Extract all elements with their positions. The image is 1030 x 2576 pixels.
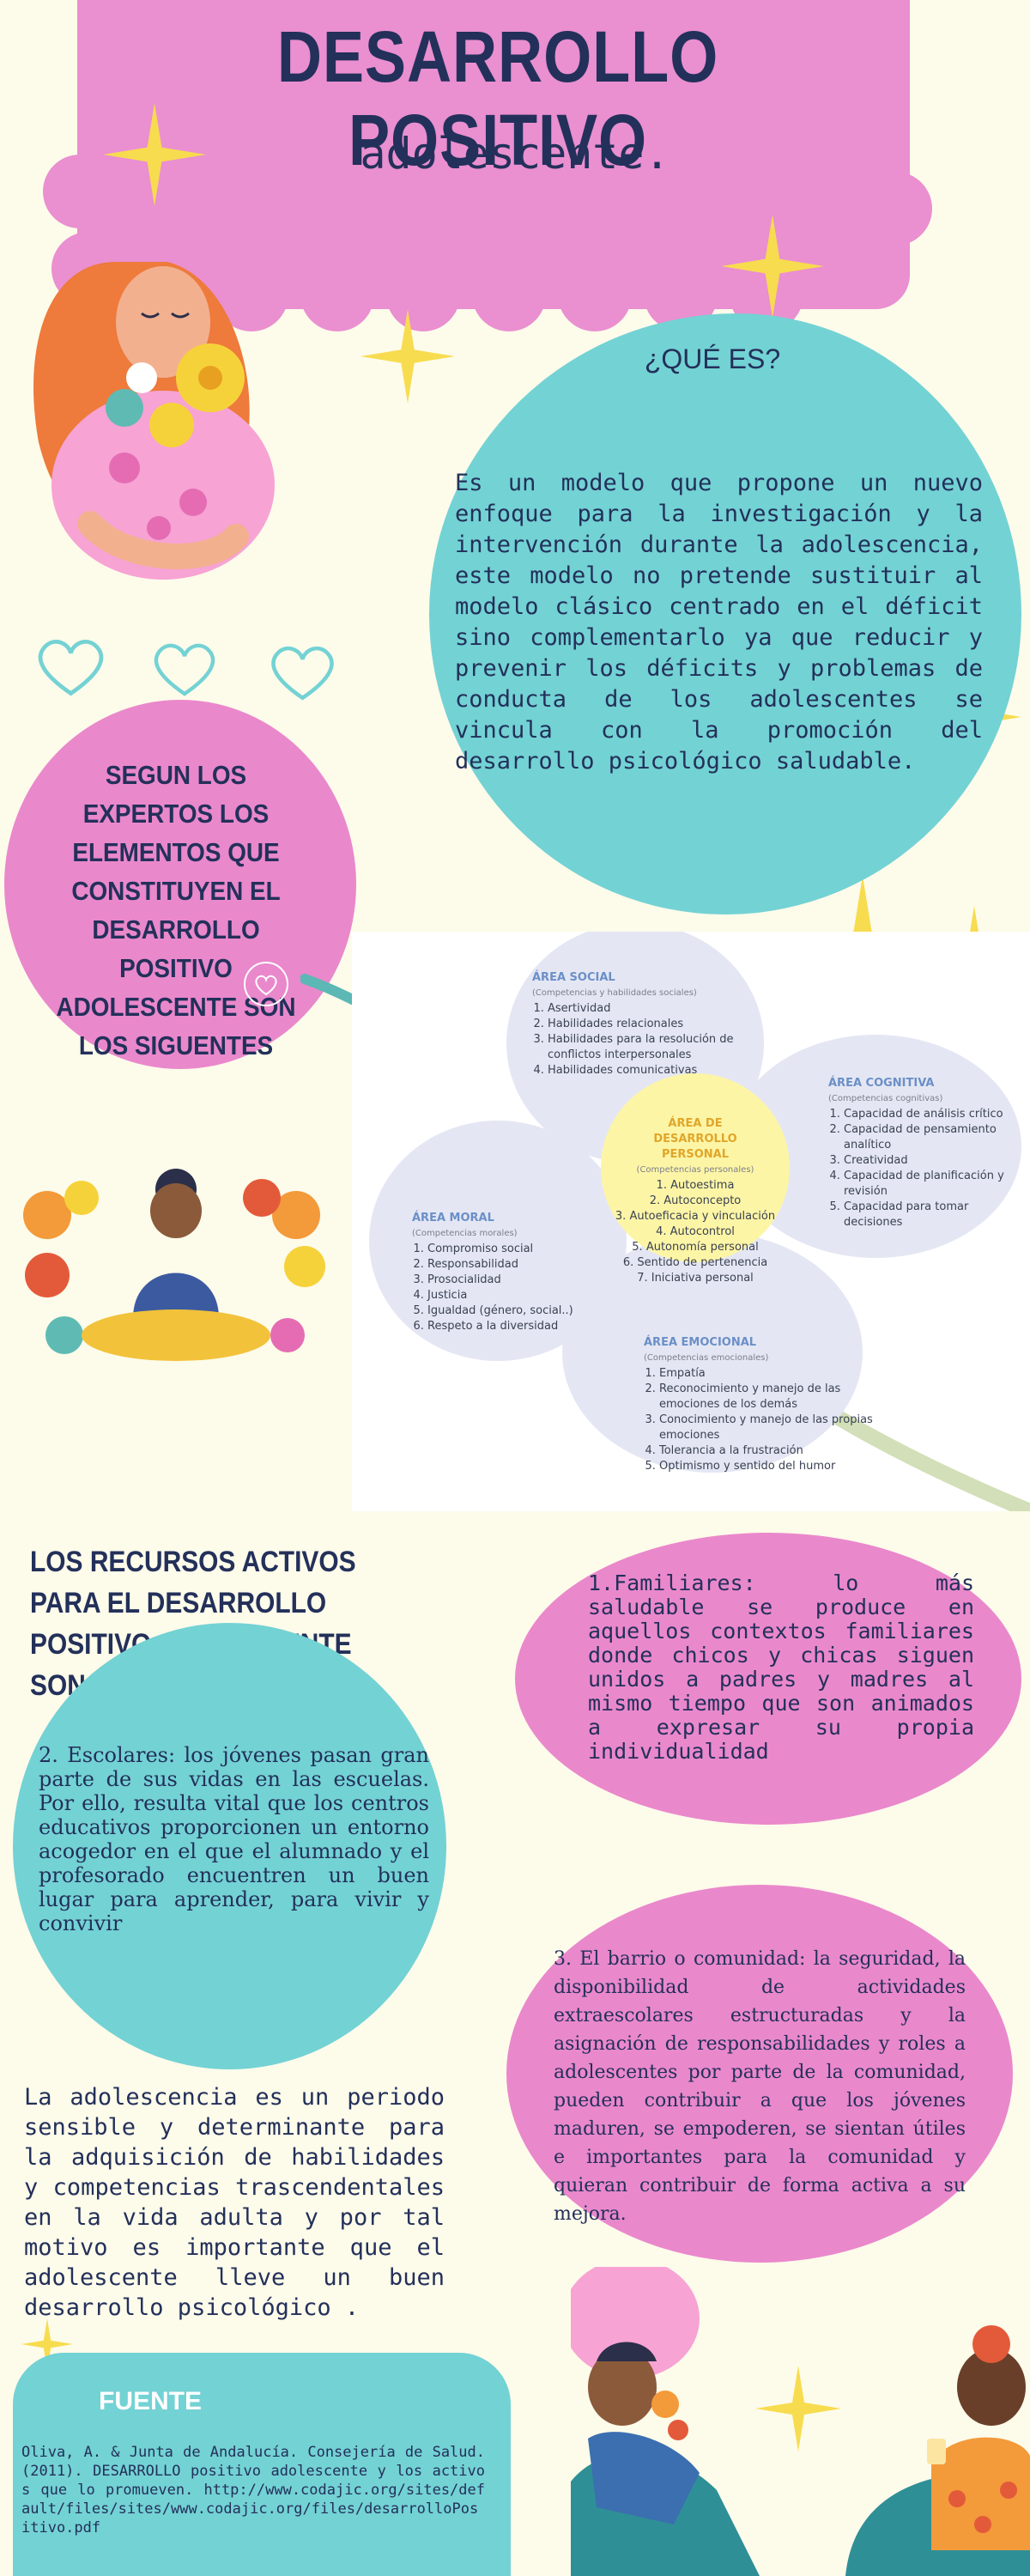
list-item: Igualdad (género, social..) [427, 1303, 584, 1319]
sparkle-star-icon [755, 2366, 841, 2451]
list-item: Sentido de pertenencia [614, 1255, 777, 1271]
experts-blob [4, 700, 356, 1069]
list-item: Prosocialidad [427, 1273, 584, 1288]
area-moral-title: ÁREA MORAL [412, 1212, 494, 1224]
area-social-label: ÁREA SOCIAL (Competencias y habilidades … [532, 970, 790, 1078]
girl-with-flowers-illustration [33, 262, 275, 580]
list-item: Autocontrol [614, 1224, 777, 1240]
heart-outline-icon [30, 635, 112, 700]
area-moral-subtitle: (Competencias morales) [412, 1229, 518, 1238]
list-item: Asertividad [548, 1001, 790, 1017]
familiares-blob [515, 1533, 1021, 1825]
list-item: Capacidad de análisis crítico [844, 1107, 1026, 1122]
fuente-title: FUENTE [99, 2387, 202, 2415]
barrio-blob [506, 1885, 1013, 2263]
list-item: Responsabilidad [427, 1257, 584, 1273]
list-item: Optimismo y sentido del humor [659, 1459, 876, 1474]
area-social-title: ÁREA SOCIAL [532, 971, 615, 984]
experts-heading: SEGUN LOS EXPERTOS LOS ELEMENTOS QUE CON… [56, 760, 296, 1060]
que-es-title: ¿QUÉ ES? [644, 343, 781, 374]
area-social-subtitle: (Competencias y habilidades sociales) [532, 988, 697, 998]
list-item: Creatividad [844, 1153, 1026, 1169]
title-banner [43, 0, 932, 331]
list-item: Compromiso social [427, 1242, 584, 1257]
heart-outline-icon [146, 640, 223, 700]
list-item: Habilidades relacionales [548, 1017, 790, 1032]
list-item: Autoeficacia y vinculación [614, 1209, 777, 1224]
area-personal-label: ÁREA DE DESARROLLO PERSONAL (Competencia… [614, 1116, 777, 1286]
sparkle-star-icon [360, 309, 455, 404]
area-cognitiva-subtitle: (Competencias cognitivas) [828, 1094, 943, 1103]
list-item: Respeto a la diversidad [427, 1319, 584, 1334]
page-subtitle: adolescente. [360, 129, 670, 179]
list-item: Autoestima [614, 1178, 777, 1194]
area-cognitiva-title: ÁREA COGNITIVA [828, 1077, 935, 1090]
meditating-person-illustration [23, 1169, 325, 1361]
list-item: Habilidades comunicativas [548, 1063, 790, 1078]
page-title: DESARROLLO POSITIVO [276, 16, 719, 180]
familiares-text: 1.Familiares: lo más saludable se produc… [588, 1571, 974, 1764]
sparkle-star-icon [103, 103, 206, 206]
flower-diagram-petals [369, 932, 1030, 1511]
que-es-blob [429, 313, 1021, 914]
area-personal-title: ÁREA DE DESARROLLO PERSONAL [653, 1117, 737, 1161]
sparkle-star-icon [21, 2318, 73, 2370]
list-item: Justicia [427, 1288, 584, 1303]
barrio-text: 3. El barrio o comunidad: la seguridad, … [554, 1948, 966, 2225]
conclusion-text: La adolescencia es un periodo sensible y… [24, 2084, 445, 2321]
list-item: Iniciativa personal [614, 1271, 777, 1286]
heart-outline-icon [262, 642, 343, 704]
area-emocional-label: ÁREA EMOCIONAL (Competencias emocionales… [644, 1335, 876, 1474]
flower-diagram-panel: ÁREA SOCIAL (Competencias y habilidades … [352, 932, 1030, 1511]
list-item: Empatía [659, 1366, 876, 1382]
fuente-box [13, 2353, 511, 2576]
list-item: Reconocimiento y manejo de las emociones… [659, 1382, 876, 1413]
list-item: Conocimiento y manejo de las propias emo… [659, 1413, 876, 1443]
sparkle-star-icon [721, 215, 824, 318]
escolares-text: 2. Escolares: los jóvenes pasan gran par… [39, 1743, 429, 1935]
area-emocional-subtitle: (Competencias emocionales) [644, 1353, 769, 1363]
area-moral-label: ÁREA MORAL (Competencias morales) Compro… [412, 1211, 584, 1334]
list-item: Habilidades para la resolución de confli… [548, 1032, 790, 1063]
area-personal-subtitle: (Competencias personales) [636, 1165, 754, 1175]
list-item: Capacidad para tomar decisiones [844, 1200, 1026, 1230]
list-item: Capacidad de planificación y revisión [844, 1169, 1026, 1200]
heart-circle-icon [244, 962, 288, 1006]
area-cognitiva-label: ÁREA COGNITIVA (Competencias cognitivas)… [828, 1076, 1026, 1230]
friends-illustration [571, 2267, 1030, 2576]
area-emocional-title: ÁREA EMOCIONAL [644, 1336, 757, 1349]
fuente-citation[interactable]: Oliva, A. & Junta de Andalucía. Consejer… [21, 2444, 485, 2537]
list-item: Autoconcepto [614, 1194, 777, 1209]
list-item: Tolerancia a la frustración [659, 1443, 876, 1459]
list-item: Capacidad de pensamiento analítico [844, 1122, 1026, 1153]
que-es-body: Es un modelo que propone un nuevo enfoqu… [455, 470, 983, 775]
escolares-blob [13, 1623, 446, 2069]
list-item: Autonomía personal [614, 1240, 777, 1255]
